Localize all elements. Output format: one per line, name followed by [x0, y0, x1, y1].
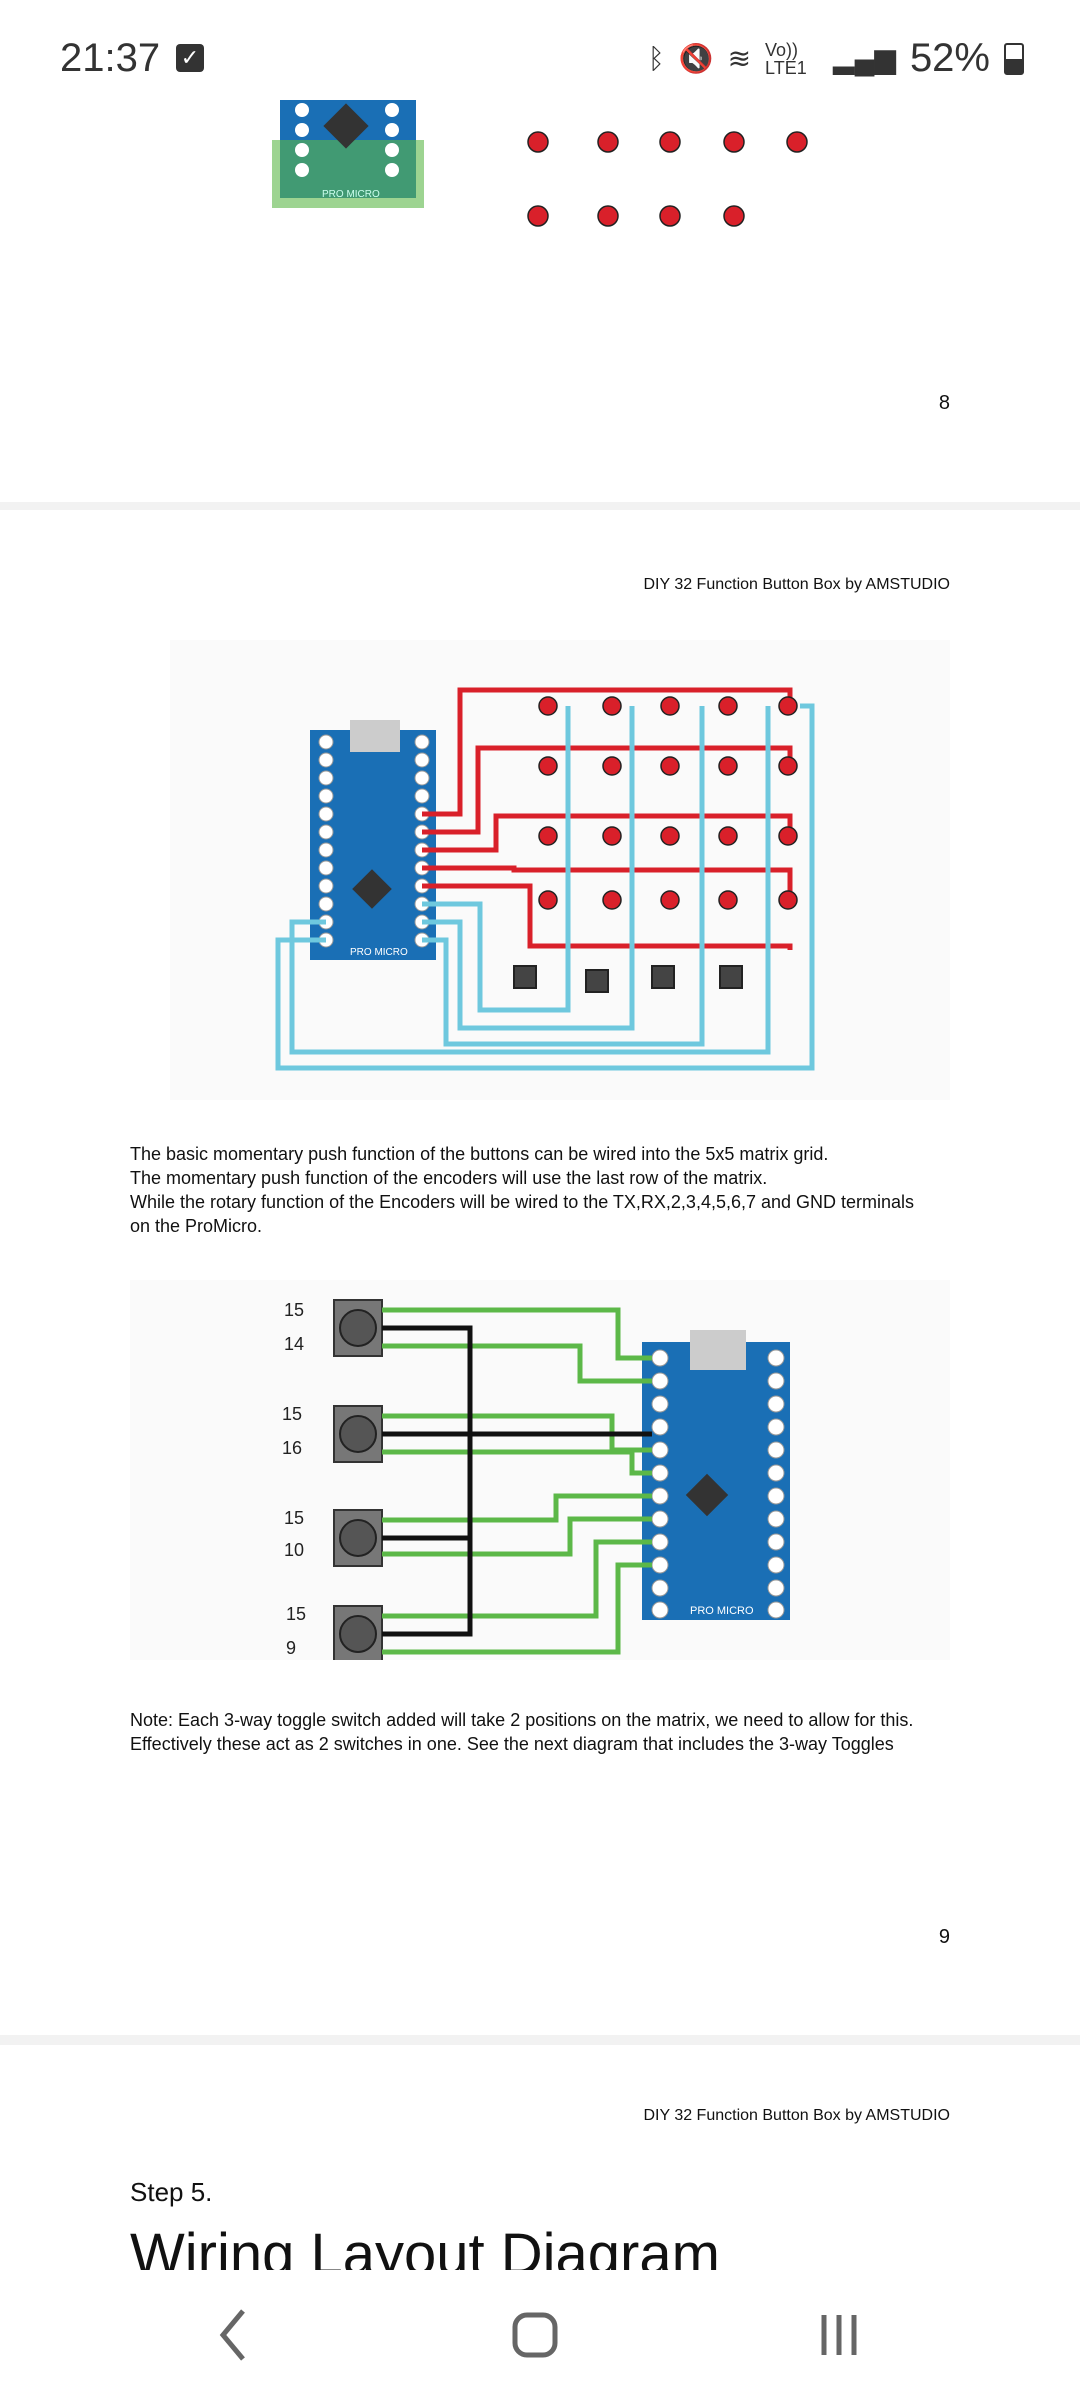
page10-header: DIY 32 Function Button Box by AMSTUDIO	[643, 2107, 950, 2124]
description-paragraph: The basic momentary push function of the…	[130, 1142, 950, 1238]
page9-encoder-board-label: PRO MICRO	[690, 1605, 754, 1617]
encoder-label: 15	[284, 1300, 304, 1320]
status-icons: ᛒ 🔇 ≋ Vo)) LTE1 ▂▄▆ 52%	[648, 36, 1024, 81]
status-bar: 21:37 ✓ ᛒ 🔇 ≋ Vo)) LTE1 ▂▄▆ 52%	[0, 0, 1080, 100]
recents-icon	[821, 2315, 857, 2355]
document-page-9: DIY 32 Function Button Box by AMSTUDIO P…	[0, 510, 1080, 2035]
battery-icon	[1004, 42, 1024, 75]
document-page-10: DIY 32 Function Button Box by AMSTUDIO S…	[0, 2045, 1080, 2277]
page-number-8: 8	[938, 392, 950, 414]
note-line: Note: Each 3-way toggle switch added wil…	[130, 1710, 914, 1730]
encoder-label: 9	[286, 1638, 296, 1658]
encoder-label: 15	[282, 1404, 302, 1424]
matrix-wiring-diagram: PRO MICRO	[170, 640, 950, 1100]
system-nav-bar	[0, 2270, 1080, 2400]
lte-label: Vo)) LTE1	[765, 39, 807, 78]
encoder-label: 14	[284, 1334, 304, 1354]
description-line: The basic momentary push function of the…	[130, 1144, 829, 1164]
home-button[interactable]	[500, 2300, 570, 2370]
section-title: Wiring Layout Diagram	[130, 2222, 720, 2277]
signal-icon: ▂▄▆	[833, 43, 896, 74]
page9-board-label: PRO MICRO	[350, 947, 408, 958]
description-line: While the rotary function of the Encoder…	[130, 1192, 915, 1212]
page8-diagram: PRO MICRO	[272, 88, 808, 227]
encoder-label: 16	[282, 1438, 302, 1458]
description-line: The momentary push function of the encod…	[130, 1168, 768, 1188]
note-line: Effectively these act as 2 switches in o…	[130, 1734, 894, 1754]
recents-button[interactable]	[804, 2300, 874, 2370]
page-number-9: 9	[938, 1926, 950, 1948]
encoder-wiring-diagram: 15 14 15 16 15 10 15 9 PRO MICRO	[130, 1280, 950, 1660]
wifi-icon: ≋	[727, 43, 752, 74]
description-line: on the ProMicro.	[130, 1216, 263, 1236]
mute-icon: 🔇	[678, 43, 714, 74]
back-icon	[219, 2309, 245, 2361]
page9-header: DIY 32 Function Button Box by AMSTUDIO	[643, 576, 950, 593]
status-time: 21:37	[60, 36, 161, 80]
note-paragraph: Note: Each 3-way toggle switch added wil…	[130, 1708, 950, 1756]
notification-check-icon: ✓	[176, 44, 204, 72]
bluetooth-icon: ᛒ	[647, 42, 665, 74]
page8-buttons	[527, 131, 808, 227]
back-button[interactable]	[198, 2300, 268, 2370]
battery-percent: 52%	[909, 36, 990, 80]
home-icon	[512, 2312, 558, 2358]
encoder-label: 10	[284, 1540, 304, 1560]
encoder-label: 15	[284, 1508, 304, 1528]
page8-board-label: PRO MICRO	[322, 189, 380, 200]
encoder-label: 15	[286, 1604, 306, 1624]
step-heading: Step 5.	[130, 2177, 213, 2207]
